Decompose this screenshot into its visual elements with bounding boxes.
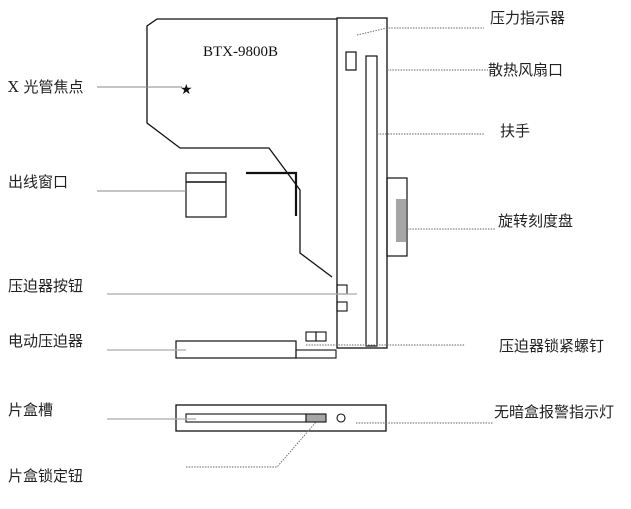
xray-focus-star-icon: ★ [180, 82, 193, 98]
label-handle: 扶手 [500, 122, 531, 140]
compressor-arm [295, 349, 337, 359]
label-cooling-fan-vent: 散热风扇口 [488, 61, 564, 79]
pressure-indicator-window [345, 51, 357, 71]
collimator-bracket [246, 171, 298, 216]
label-cassette-slot: 片盒槽 [8, 401, 54, 419]
xray-head-outline [146, 18, 337, 278]
lock-screw-left [305, 331, 317, 342]
label-rotation-dial: 旋转刻度盘 [498, 212, 574, 230]
leader-cassette-lock [186, 421, 317, 468]
exit-window [185, 172, 227, 218]
compressor-button-up[interactable] [336, 284, 348, 295]
leader-pressure-indicator [356, 27, 484, 36]
compressor-button-down[interactable] [336, 301, 348, 312]
label-cassette-lock-button: 片盒锁定钮 [8, 467, 84, 485]
handle-bar [365, 55, 378, 347]
electric-compressor-paddle [175, 340, 297, 359]
rotation-dial-housing [386, 177, 408, 257]
label-compressor-button: 压迫器按钮 [8, 277, 84, 295]
rotation-dial-scale [396, 199, 406, 242]
label-exit-window: 出线窗口 [8, 173, 69, 191]
column-body [336, 17, 388, 349]
label-compressor-lock-screw: 压迫器锁紧螺钉 [499, 337, 605, 355]
cassette-slot [185, 413, 307, 423]
cassette-lock-knob[interactable] [305, 413, 327, 423]
label-electric-compressor: 电动压迫器 [8, 332, 84, 350]
model-name: BTX-9800B [203, 44, 278, 60]
label-pressure-indicator: 压力指示器 [490, 9, 566, 27]
label-xray-focus: X 光管焦点 [8, 78, 84, 96]
label-no-cassette-alarm-light: 无暗盒报警指示灯 [494, 403, 615, 421]
no-cassette-alarm-light [336, 413, 346, 423]
lock-screw-right [315, 331, 327, 342]
cassette-tray [175, 404, 387, 432]
